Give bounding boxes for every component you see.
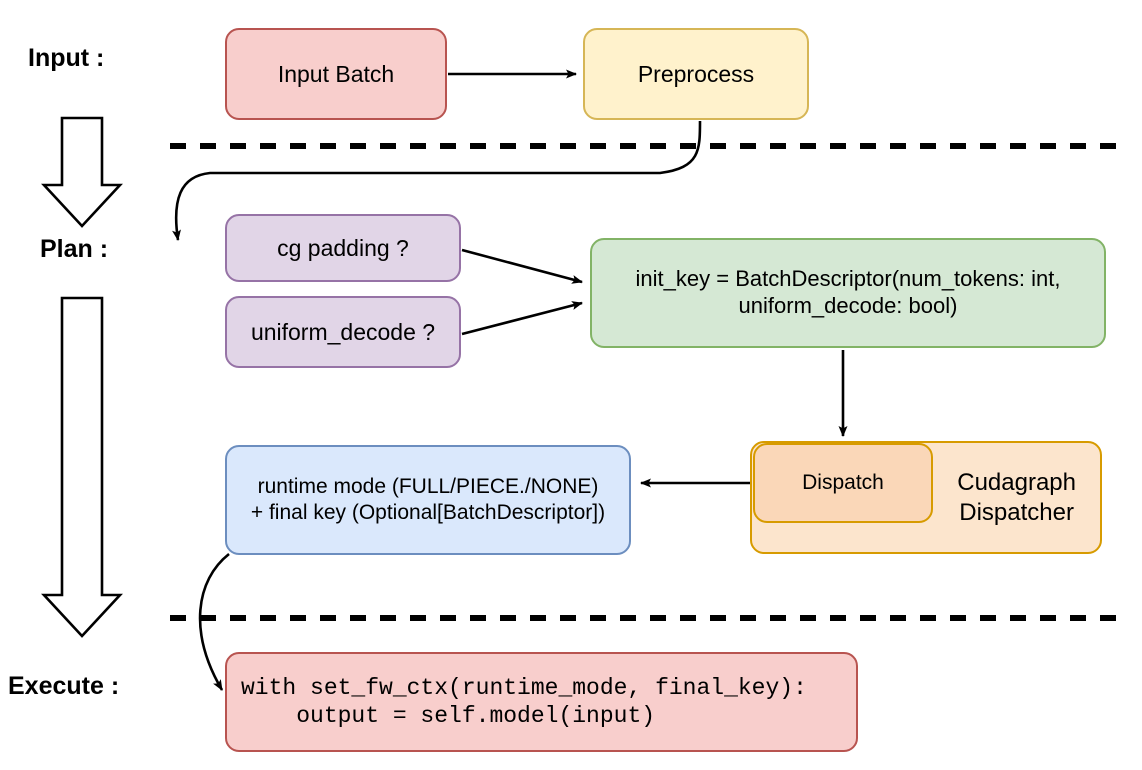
node-cg-padding[interactable]: cg padding ?: [225, 214, 461, 282]
stage-label-input: Input :: [28, 44, 105, 72]
stage-label-plan: Plan :: [40, 235, 109, 263]
node-preprocess[interactable]: Preprocess: [583, 28, 809, 120]
node-input-batch[interactable]: Input Batch: [225, 28, 447, 120]
stage-arrow-plan-to-execute: [41, 296, 123, 638]
node-execute-code[interactable]: with set_fw_ctx(runtime_mode, final_key)…: [225, 652, 858, 752]
edge-uniform-decode-to-init-key: [461, 301, 583, 336]
edge-cg-padding-to-init-key: [461, 248, 583, 284]
node-uniform-decode[interactable]: uniform_decode ?: [225, 296, 461, 368]
node-dispatch[interactable]: Dispatch: [753, 443, 933, 523]
node-runtime-mode[interactable]: runtime mode (FULL/PIECE./NONE) + final …: [225, 445, 631, 555]
stage-label-execute: Execute :: [8, 672, 120, 700]
stage-arrow-input-to-plan: [41, 116, 123, 228]
node-init-key[interactable]: init_key = BatchDescriptor(num_tokens: i…: [590, 238, 1106, 348]
